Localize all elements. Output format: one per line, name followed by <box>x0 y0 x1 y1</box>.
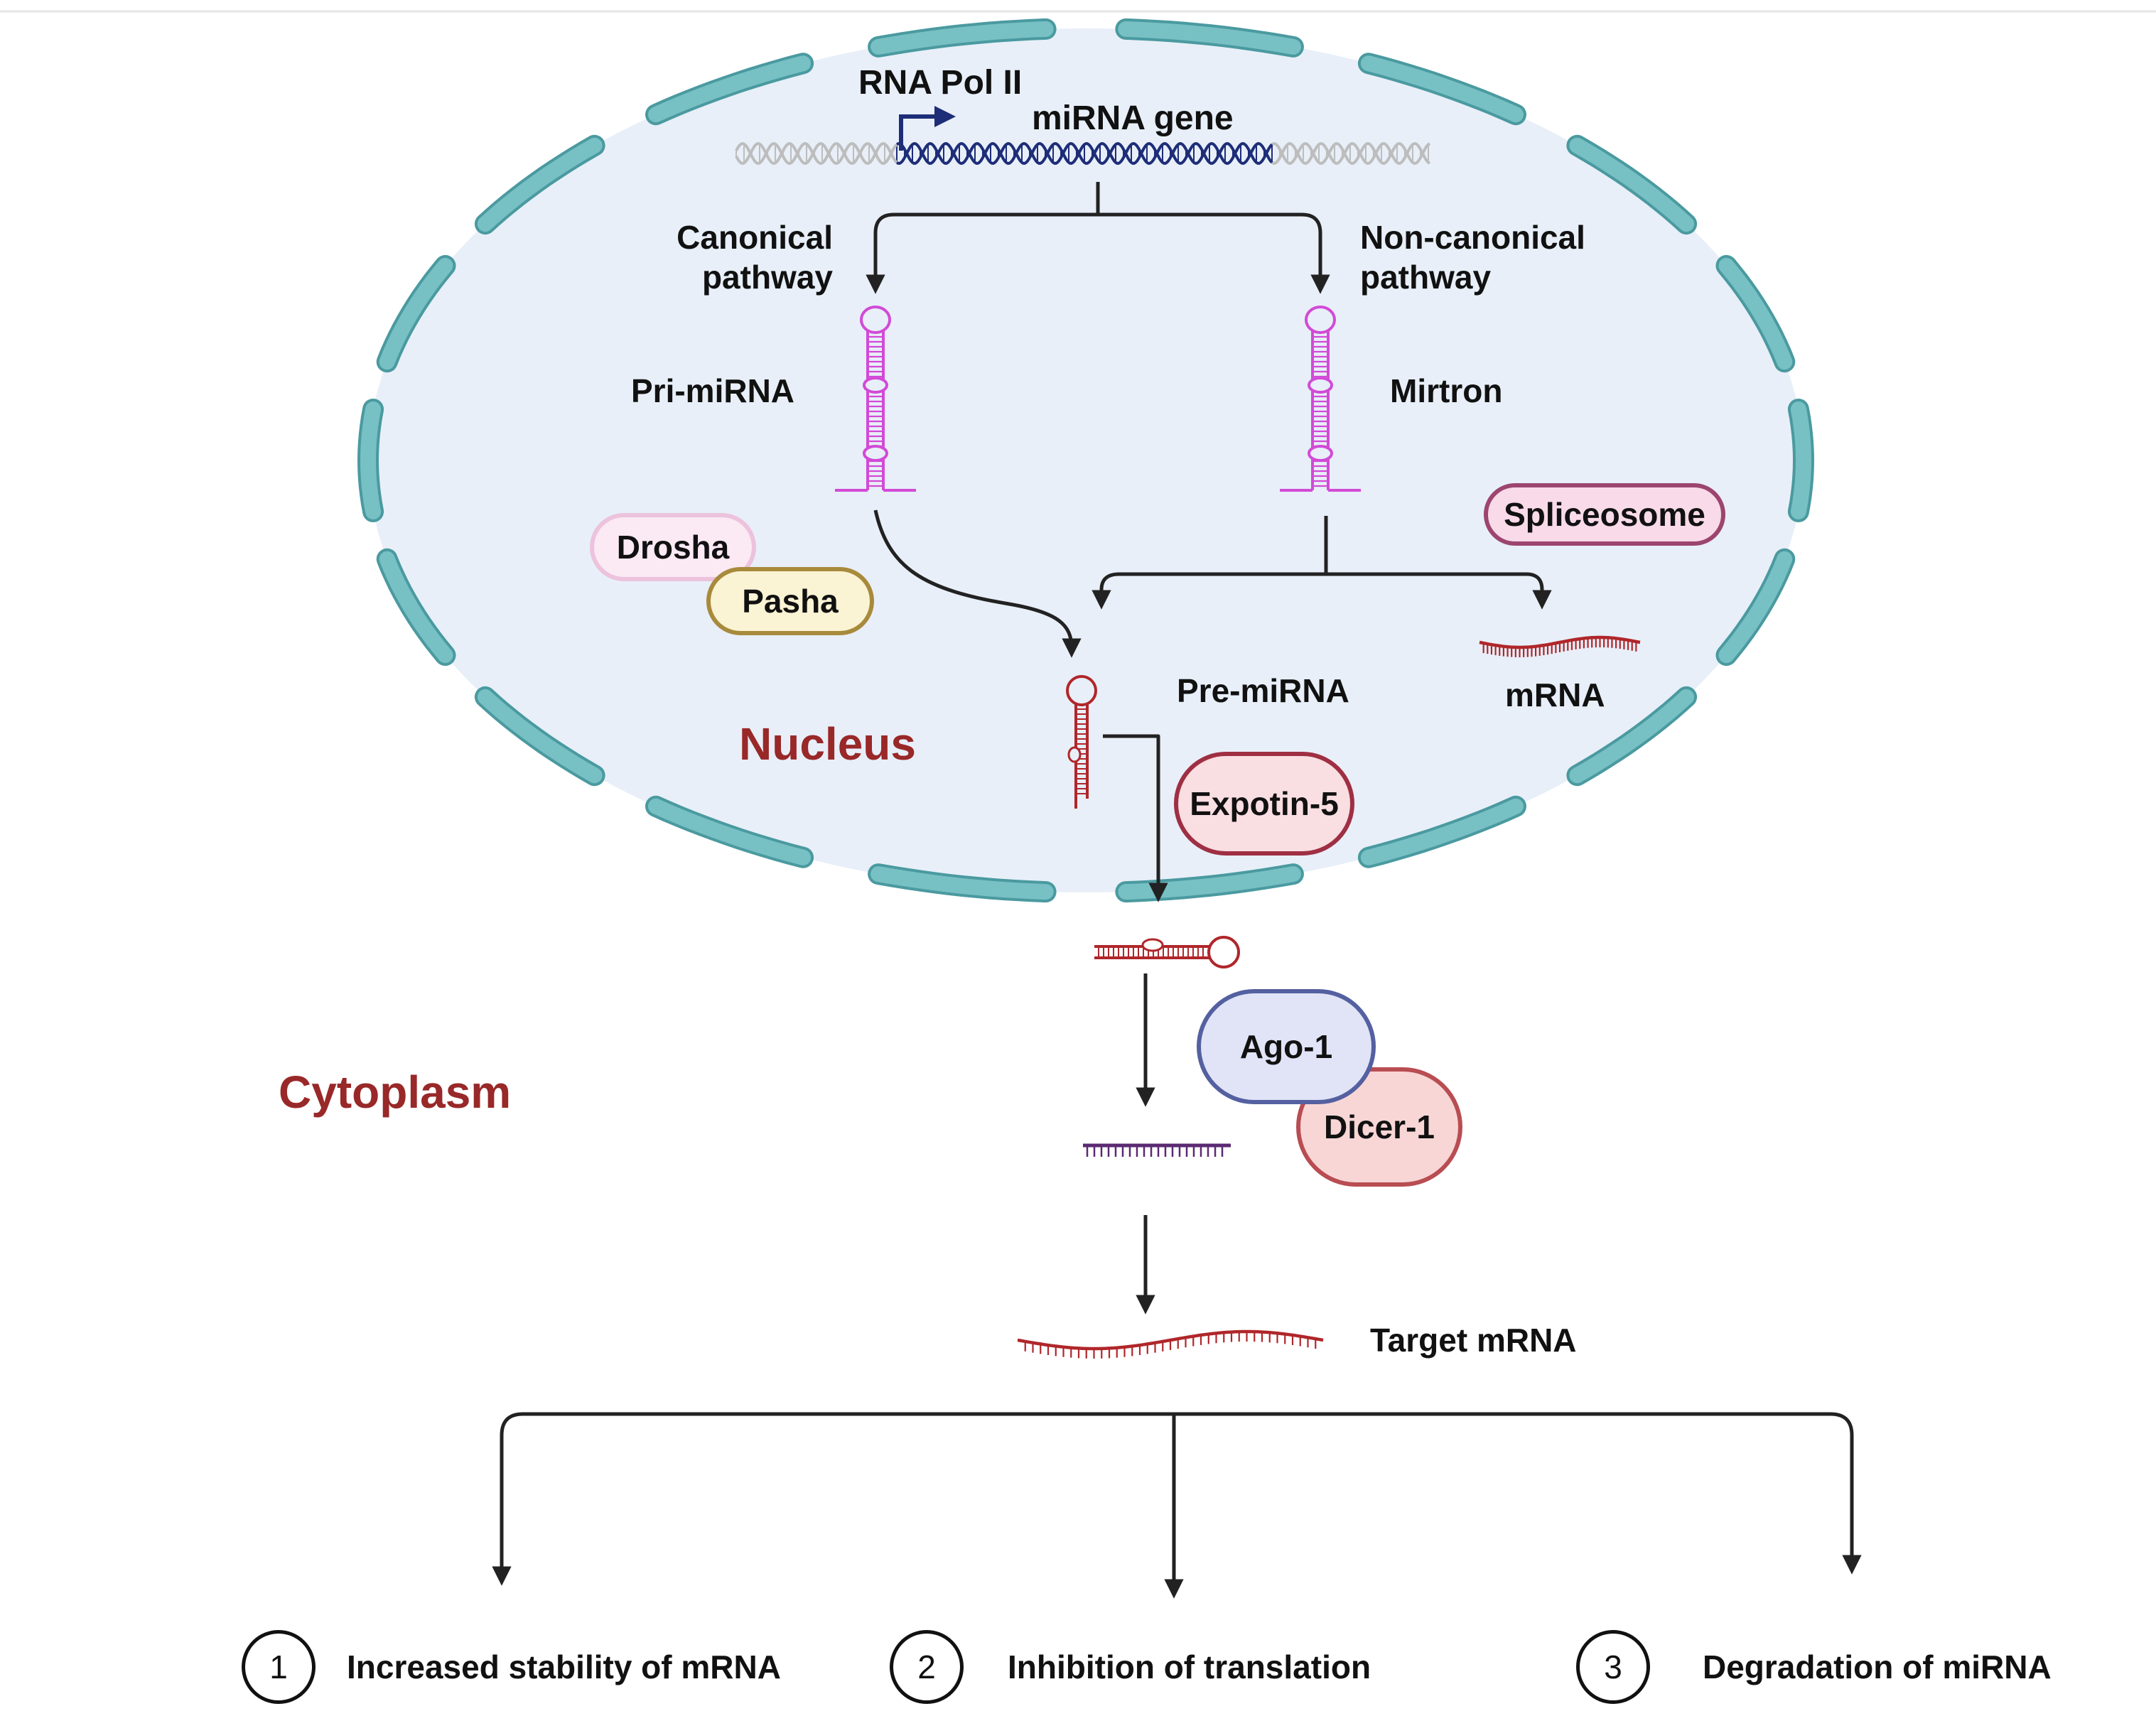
drosha-label: Drosha <box>616 529 730 566</box>
spliced-mrna-strand <box>1479 635 1641 657</box>
dna-flank-strand <box>1271 142 1431 165</box>
pri-mirna-hairpin <box>835 306 916 492</box>
gene-strand <box>895 142 1273 165</box>
outcome-3-label: Degradation of miRNA <box>1703 1648 2052 1685</box>
envelope-segment <box>379 257 453 370</box>
hairpin-loop <box>1305 306 1336 334</box>
pre-mirna-loop <box>1066 675 1097 706</box>
envelope-segment <box>477 689 603 784</box>
envelope-segment <box>1360 798 1524 865</box>
mirtron-split-arrow <box>1092 516 1328 610</box>
pre-mirna-loop <box>1207 936 1240 968</box>
spliceosome-protein: Spliceosome <box>1484 483 1725 546</box>
pasha-label: Pasha <box>742 583 839 620</box>
outcome-2-label: Inhibition of translation <box>1008 1648 1371 1685</box>
mirtron-to-mrna-arrow <box>1326 572 1552 610</box>
rna-pol-label: RNA Pol II <box>858 64 1023 102</box>
canonical-pathway-label: Canonical pathway <box>677 219 833 296</box>
noncanonical-pathway-label: Non-canonical pathway <box>1360 219 1585 296</box>
mirtron-hairpin <box>1280 306 1361 492</box>
envelope-segment <box>1569 137 1695 232</box>
transcription-start-arrow <box>899 106 956 151</box>
pri-mirna-label: Pri-miRNA <box>631 372 795 409</box>
cytoplasmic-pre-mirna <box>1094 936 1240 968</box>
envelope-segment <box>360 401 382 519</box>
mirna-gene-dna <box>735 142 1431 165</box>
pre-mirna-label: Pre-miRNA <box>1177 672 1349 709</box>
outcome-3-number-badge: 3 <box>1576 1630 1650 1704</box>
dna-flank-strand <box>735 142 898 165</box>
exportin-protein: Expotin-5 <box>1174 752 1354 856</box>
gene-label: miRNA gene <box>1032 99 1234 137</box>
ago-protein: Ago-1 <box>1197 989 1376 1104</box>
dicer-label: Dicer-1 <box>1324 1108 1435 1145</box>
mirtron-label: Mirtron <box>1390 372 1503 409</box>
envelope-segment <box>1360 55 1524 123</box>
gene-strand <box>895 142 1273 165</box>
exportin-label: Expotin-5 <box>1190 785 1339 822</box>
envelope-segment <box>871 21 1054 55</box>
drosha-processing-arrow <box>873 509 1082 658</box>
envelope-segment <box>1718 551 1793 664</box>
envelope-segment <box>1790 401 1812 519</box>
outcome-branch-arrows <box>500 1412 1862 1576</box>
outcome-2-number-badge: 2 <box>890 1630 964 1704</box>
hairpin-bulge <box>863 445 888 462</box>
pre-mirna-bulge <box>1067 746 1082 763</box>
target-mrna-strand <box>1017 1329 1324 1359</box>
hairpin-bulge <box>1308 377 1333 394</box>
dna-flank-strand <box>735 142 898 165</box>
envelope-segment <box>871 866 1054 900</box>
mature-mirna-duplex <box>1083 1143 1231 1157</box>
outcome-1-number-badge: 1 <box>242 1630 316 1704</box>
envelope-segment <box>477 137 603 232</box>
dicer-protein: Dicer-1 <box>1296 1067 1462 1187</box>
nucleus-body <box>368 28 1804 892</box>
nuclear-envelope <box>357 18 1815 903</box>
hairpin-loop <box>860 306 891 334</box>
pasha-protein: Pasha <box>706 567 874 635</box>
hairpin-bulge <box>1308 445 1333 462</box>
pre-mirna-hairpin <box>1066 675 1097 809</box>
envelope-segment <box>379 551 453 664</box>
ago-label: Ago-1 <box>1239 1028 1333 1065</box>
envelope-segment <box>1118 21 1301 55</box>
envelope-segment <box>648 55 812 123</box>
pre-mirna-bulge <box>1141 938 1164 952</box>
split-to-canonical-arrow <box>866 182 1100 294</box>
hairpin-bulge <box>863 377 888 394</box>
split-to-noncanonical-arrow <box>1098 212 1330 294</box>
outcome-1-label: Increased stability of mRNA <box>347 1648 781 1685</box>
mrna-label: mRNA <box>1505 676 1605 713</box>
export-arrow <box>1103 734 1168 902</box>
spliceosome-label: Spliceosome <box>1504 496 1705 533</box>
nucleus-label: Nucleus <box>739 718 916 770</box>
cytoplasm-label: Cytoplasm <box>279 1067 512 1118</box>
target-mrna-label: Target mRNA <box>1370 1322 1577 1359</box>
envelope-segment <box>1569 689 1695 784</box>
envelope-segment <box>648 798 812 865</box>
envelope-segment <box>1718 257 1793 370</box>
